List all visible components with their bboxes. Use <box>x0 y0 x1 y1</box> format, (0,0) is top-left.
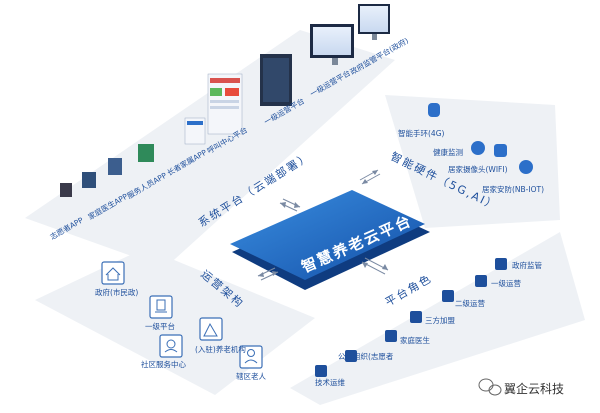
role-label: 家庭医生 <box>400 336 430 345</box>
hardware-label: 健康监测 <box>433 148 463 157</box>
role-icons <box>315 258 507 377</box>
hardware-panel <box>385 95 560 228</box>
role-label: 二级运营 <box>455 299 485 308</box>
role-label: 一级运营 <box>491 279 521 288</box>
role-label: 政府监管 <box>512 261 542 270</box>
operation-tile-glyphs <box>105 267 258 364</box>
role-label: 三方加盟 <box>425 316 455 325</box>
hardware-icons <box>428 103 533 174</box>
operation-label-elder: 辖区老人 <box>236 372 266 381</box>
operation-label-inst: (入驻)养老机构 <box>195 345 246 354</box>
hardware-label: 智能手环(4G) <box>398 129 445 138</box>
role-label: 技术运维 <box>315 378 345 387</box>
app-screens <box>60 4 390 197</box>
hardware-label: 居家摄像头(WIFI) <box>448 165 508 174</box>
hardware-label: 居家安防(NB-IOT) <box>482 185 545 194</box>
center-slab <box>230 190 425 280</box>
operation-label-gov: 政府(市民政) <box>95 288 139 297</box>
operation-label-community: 社区服务中心 <box>141 360 186 369</box>
arrow-heads <box>258 170 388 277</box>
roles-panel <box>290 232 585 405</box>
system-panel <box>25 30 395 268</box>
watermark-text: 翼企云科技 <box>504 382 565 396</box>
wechat-icon <box>478 378 502 396</box>
operation-label-l1: 一级平台 <box>145 322 175 331</box>
role-label: 公益组织(志愿者 <box>338 352 394 361</box>
